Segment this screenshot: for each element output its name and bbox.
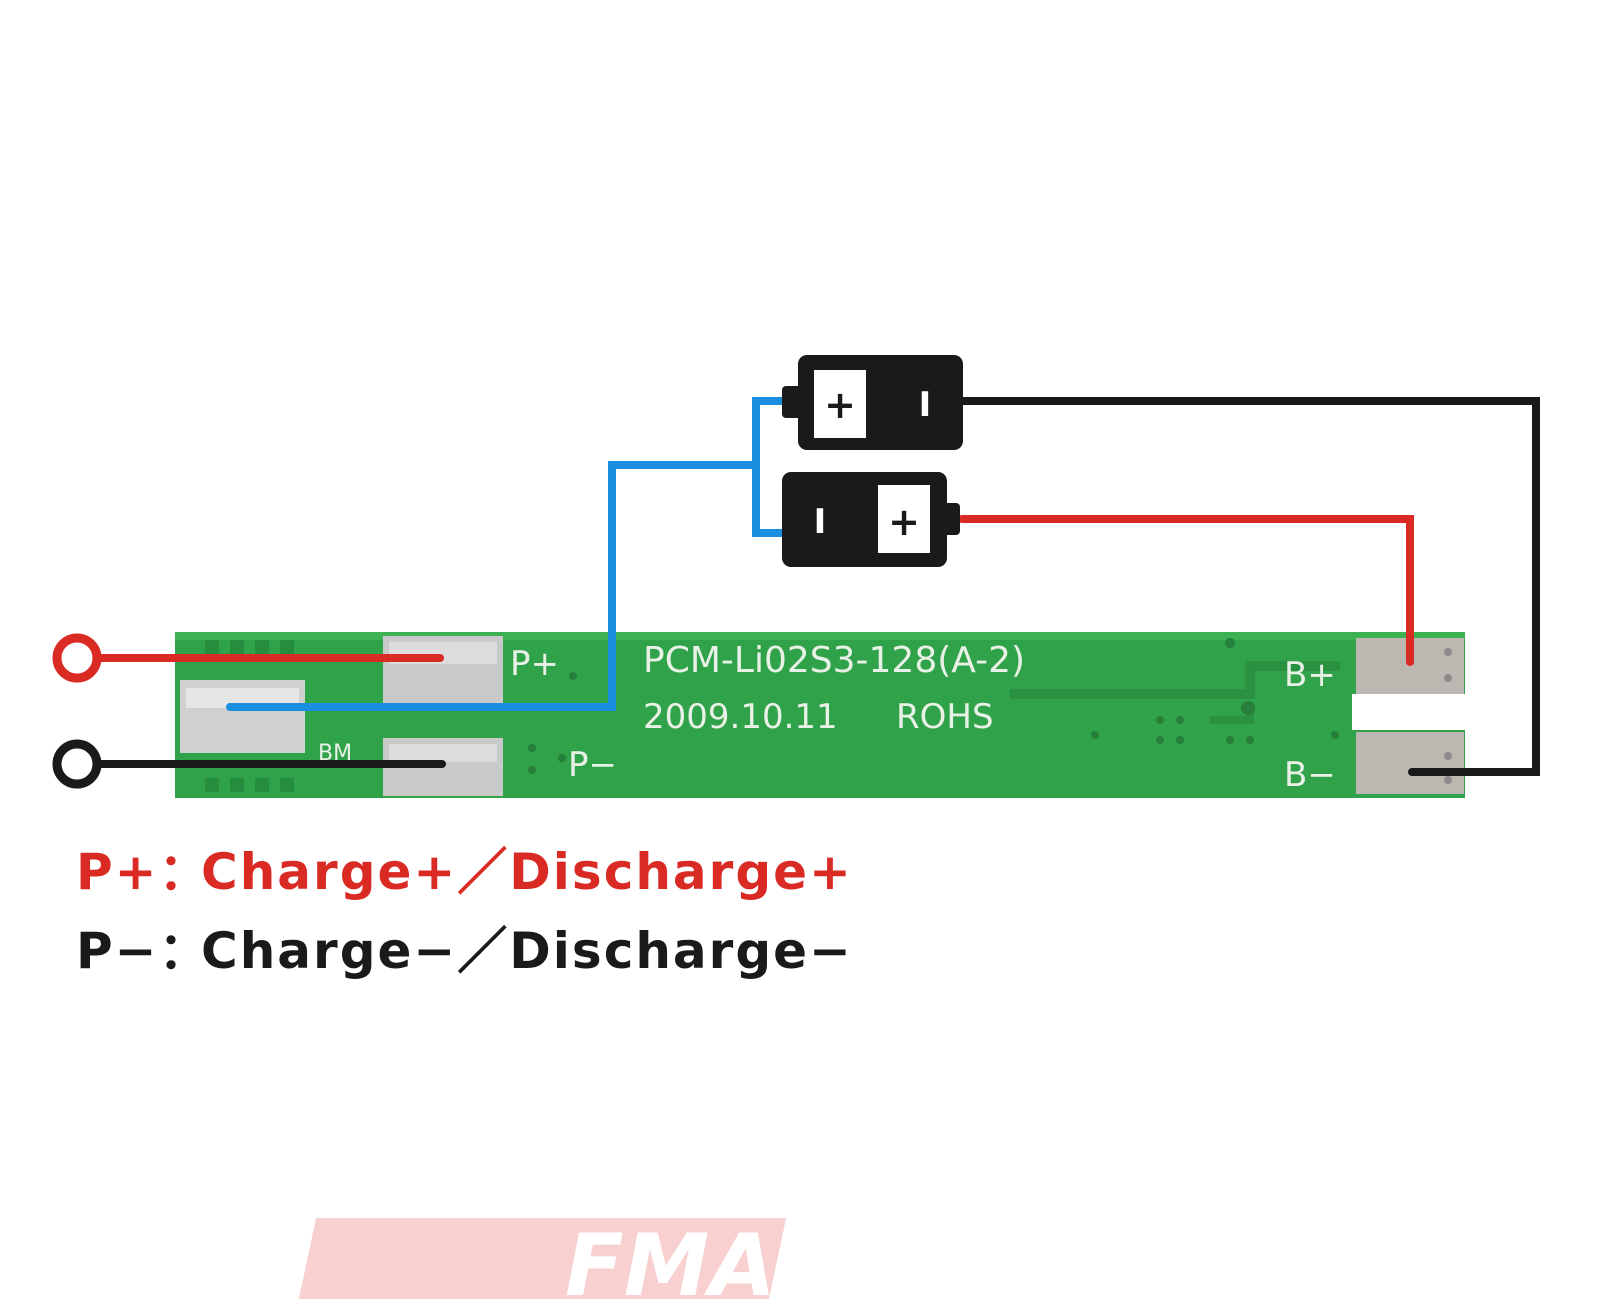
cell-top-right-mark: I: [919, 385, 932, 425]
watermark-text: FMA·如愿: [565, 1216, 993, 1299]
watermark-logo: FMA·如愿: [298, 1216, 993, 1299]
b-minus-wire: [958, 397, 1540, 776]
pad-b-plus-label: B+: [1284, 655, 1336, 695]
legend-negative-term: P−：: [76, 922, 211, 980]
pcb-notch: [1352, 694, 1465, 730]
cell-bottom-right-mark: +: [888, 500, 920, 544]
pcb-via: [1225, 638, 1235, 648]
wires: [52, 397, 1540, 789]
pad-p-minus-label: P−: [568, 745, 617, 785]
legend-negative-description: Charge−／Discharge−: [201, 922, 853, 980]
battery-cell-top-icon: + I: [782, 355, 963, 450]
cell-bottom-left-mark: I: [814, 502, 827, 542]
pad-p-plus-label: P+: [510, 644, 559, 684]
legend-positive-description: Charge+／Discharge+: [201, 843, 853, 901]
legend-negative: P−：Charge−／Discharge−: [76, 911, 853, 983]
pad-b-minus: [1356, 732, 1464, 794]
legend-positive: P+：Charge+／Discharge+: [76, 832, 853, 904]
cell-top-left-mark: +: [824, 383, 856, 427]
board-model: PCM-Li02S3-128(A-2): [643, 640, 1025, 681]
p-minus-terminal-icon: [52, 739, 102, 789]
legend-positive-term: P+：: [76, 843, 211, 901]
pcb-via: [1241, 701, 1255, 715]
balance-wire: [226, 397, 794, 711]
pad-b-minus-label: B−: [1284, 755, 1336, 795]
b-plus-wire: [958, 515, 1414, 666]
pcb-test-points: [205, 640, 294, 792]
battery-cell-bottom-icon: I +: [782, 472, 960, 567]
pcb-trace: [1010, 661, 1340, 699]
board-date: 2009.10.11: [643, 697, 838, 737]
p-plus-terminal-icon: [52, 633, 102, 683]
board-rohs: ROHS: [896, 697, 994, 737]
